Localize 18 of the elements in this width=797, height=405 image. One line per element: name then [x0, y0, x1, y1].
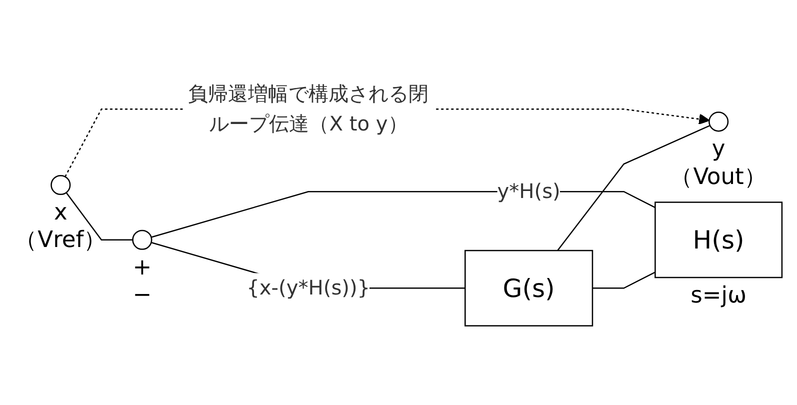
node-circle: [132, 230, 152, 250]
node-caption: （Vout）: [670, 164, 767, 190]
node-caption: +: [132, 254, 152, 280]
node-caption: x: [54, 200, 68, 226]
edge-label: {x-(y*H(s))}: [246, 276, 370, 300]
node-circle: [708, 112, 729, 132]
node-circle: [50, 175, 71, 196]
node-caption: y: [712, 136, 726, 162]
connector: [557, 125, 710, 251]
edge-label: y*H(s): [497, 179, 560, 203]
edge-label: 負帰還増幅で構成される閉ループ伝達（X to y）: [188, 82, 429, 136]
node-box: G(s): [464, 250, 594, 326]
connector: [66, 192, 133, 241]
connector: [592, 272, 656, 289]
node-caption: s=jω: [690, 282, 746, 309]
node-caption: −: [132, 282, 152, 308]
node-box: H(s): [654, 202, 783, 278]
node-caption: （Vref）: [14, 227, 107, 254]
